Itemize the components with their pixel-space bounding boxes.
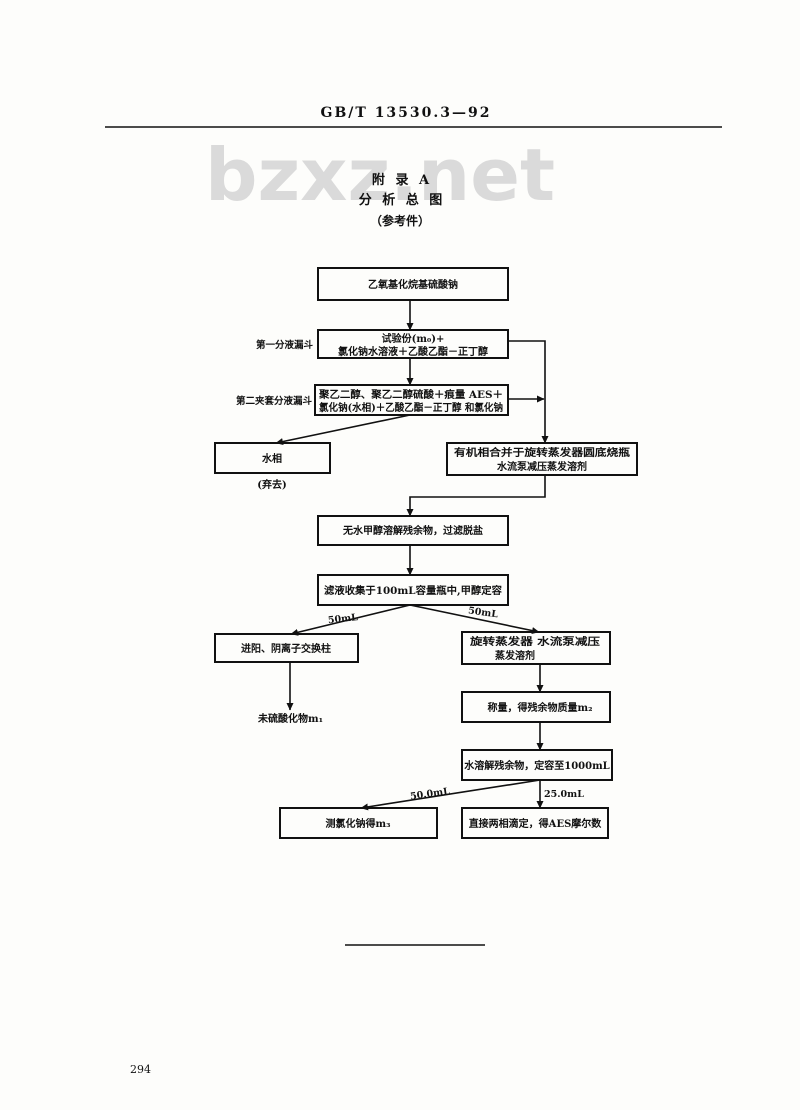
edge-label-filtrate-right: 50mL (467, 605, 499, 620)
annotation-discard: (弃去) (257, 478, 286, 491)
arrow-filtrate-to-rotary (409, 604, 540, 634)
appendix-subtitle: 分 析 总 图 (359, 192, 446, 208)
node-titration (461, 807, 609, 839)
node-weighing-text: 称量，得残余物质量m₂ (488, 701, 593, 714)
node-first-extraction-line-1: 试验份(m₀)+ (382, 332, 445, 345)
node-first-extraction (317, 329, 509, 359)
label-second-funnel: 第二夹套分液漏斗 (236, 395, 313, 407)
page-number: 294 (130, 1063, 151, 1076)
node-rotary-evaporation-line-2: 蒸发溶剂 (495, 649, 535, 662)
edge-label-solution-left: 50.0mL (409, 786, 450, 802)
node-titration-text: 直接两相滴定，得AES摩尔数 (469, 817, 603, 830)
node-sodium-chloride-text: 测氯化钠得m₃ (326, 817, 391, 830)
node-first-extraction-line-2: 氯化钠水溶液＋乙酸乙酯－正丁醇 (338, 345, 488, 358)
node-second-extraction-line-2: 氯化钠(水相)＋乙酸乙酯－正丁醇 和氯化钠 (319, 401, 503, 414)
node-ion-exchange (214, 633, 359, 663)
arrow-solution-to-sodium-chloride (360, 779, 541, 811)
standard-code: GB/T 13530.3—92 (321, 105, 492, 121)
node-sodium-chloride (279, 807, 438, 839)
node-aqueous-phase (214, 442, 331, 474)
node-aqueous-phase-text: 水相 (261, 452, 282, 465)
edge-label-filtrate-left: 50mL (327, 612, 358, 626)
node-rotary-evaporation (461, 631, 611, 665)
node-weighing (461, 691, 611, 723)
node-organic-phase (446, 442, 638, 476)
appendix-note: （参考件） (370, 213, 430, 228)
node-filtrate-text: 滤液收集于100mL容量瓶中,甲醇定容 (324, 584, 502, 597)
appendix-title: 附 录 A (372, 172, 432, 188)
node-second-extraction-line-1: 聚乙二醇、聚乙二醇硫酸＋痕量 AES＋ (318, 388, 503, 401)
node-sample (317, 267, 509, 301)
node-methanol-dissolve-text: 无水甲醇溶解残余物，过滤脱盐 (342, 524, 483, 537)
connector-first-extraction-to-organic (508, 340, 549, 444)
edge-label-solution-right: 25.0mL (544, 789, 584, 800)
arrow-filtrate-to-ion-exchange (290, 604, 411, 636)
node-rotary-evaporation-line-1: 旋转蒸发器 水流泵减压 (469, 635, 600, 648)
node-organic-phase-line-1: 有机相合并于旋转蒸发器圆底烧瓶 (454, 446, 630, 459)
node-organic-phase-line-2: 水流泵减压蒸发溶剂 (496, 460, 587, 473)
node-ion-exchange-text: 进阳、阴离子交换柱 (241, 642, 331, 655)
annotation-unsulfated: 未硫酸化物m₁ (257, 712, 323, 725)
node-methanol-dissolve (317, 515, 509, 546)
connector-organic-to-methanol (406, 475, 546, 517)
node-second-extraction (314, 384, 509, 416)
watermark: bzxz.net (205, 133, 555, 217)
analysis-flowchart: 乙氧基化烷基硫酸钠 试验份(m₀)+ 氯化钠水溶液＋乙酸乙酯－正丁醇 第一分液漏… (214, 267, 638, 839)
label-first-funnel: 第一分液漏斗 (256, 339, 314, 351)
node-water-dissolve-text: 水溶解残余物，定容至1000mL (463, 759, 609, 772)
node-sample-text: 乙氧基化烷基硫酸钠 (368, 278, 458, 291)
arrow-second-extraction-to-aqueous (275, 414, 411, 445)
